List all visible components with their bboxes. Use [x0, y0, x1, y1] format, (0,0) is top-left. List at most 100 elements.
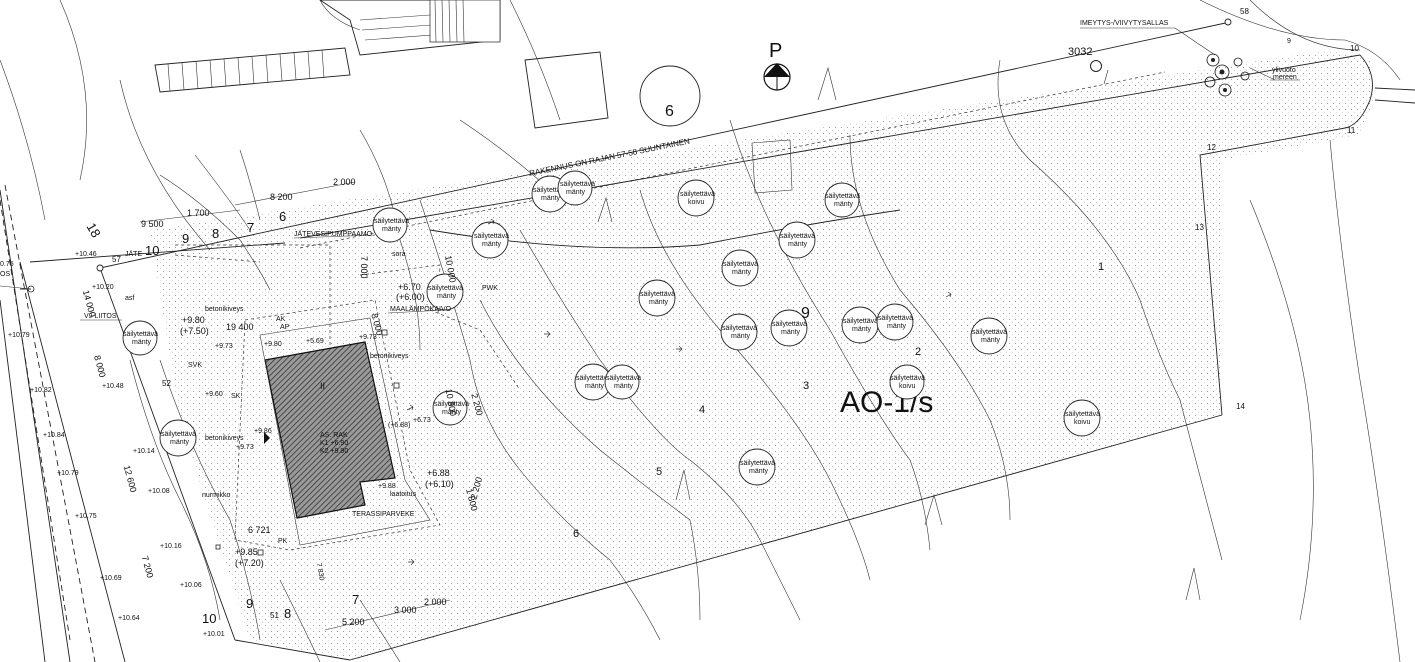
svg-text:mänty: mänty: [834, 201, 854, 208]
svg-text:+10.08: +10.08: [148, 488, 170, 495]
svg-text:11: 11: [1347, 126, 1356, 135]
svg-text:+10.64: +10.64: [118, 615, 140, 622]
parcel-area: [150, 50, 1375, 660]
circle-marker-6: 6: [639, 65, 701, 127]
svg-text:mänty: mänty: [749, 468, 769, 475]
svg-text:8: 8: [212, 226, 219, 241]
svg-text:+10.16: +10.16: [160, 543, 182, 550]
pump-label: JÄTEVESIPUMPPAAMO: [294, 230, 373, 238]
svg-text:SK: SK: [231, 393, 241, 400]
svg-text:+10.20: +10.20: [92, 284, 114, 291]
svg-text:mänty: mänty: [732, 269, 752, 276]
svg-text:8 200: 8 200: [270, 192, 293, 202]
parcel-id: 3032: [1068, 46, 1102, 72]
svg-text:säilytettävä: säilytettävä: [606, 375, 641, 382]
svg-text:9: 9: [246, 596, 253, 611]
overflow-label-1: ylivuoto: [1272, 67, 1296, 74]
svg-text:7 830: 7 830: [315, 563, 325, 582]
svg-text:51: 51: [270, 611, 279, 620]
point-numbers: 58 57 52 51 10 9 11 12 13 14: [96, 7, 1359, 620]
svg-text:säilytettävä: säilytettävä: [825, 193, 860, 200]
svg-text:2 000: 2 000: [333, 177, 356, 187]
svg-text:säilytettävä: säilytettävä: [533, 187, 568, 194]
svg-text:4: 4: [699, 404, 705, 416]
svg-text:mänty: mänty: [170, 439, 190, 446]
svg-text:koivu: koivu: [1074, 419, 1090, 426]
infiltration-label: IMEYTYS-/VIIVYTYSALLAS: [1080, 20, 1169, 27]
svg-text:(+6.10): (+6.10): [425, 479, 454, 489]
svg-text:+9.86: +9.86: [254, 428, 272, 435]
svg-text:AP: AP: [280, 324, 290, 331]
svg-text:57: 57: [112, 255, 121, 264]
building-footprint: II AS. RAK K1 +6.90 K2 +9.90: [234, 299, 441, 551]
svg-text:säilytettävä: säilytettävä: [890, 375, 925, 382]
svg-text:+10.69: +10.69: [100, 575, 122, 582]
building-line2: K1 +6.90: [320, 440, 348, 447]
svg-text:19 400: 19 400: [226, 322, 254, 332]
svg-text:mänty: mänty: [781, 329, 801, 336]
svg-text:säilytettävä: säilytettävä: [680, 191, 715, 198]
svg-text:+6.70: +6.70: [398, 282, 421, 292]
building-line1: AS. RAK: [320, 432, 348, 439]
svg-text:+5.69: +5.69: [306, 338, 324, 345]
svg-text:säilytettävä: säilytettävä: [843, 318, 878, 325]
contour-numbers: 1 2 3 4 5 6 9 10 9 8 7 6 18 9 8 7 10: [84, 209, 1105, 626]
svg-text:8 000: 8 000: [92, 354, 107, 378]
svg-text:koivu: koivu: [688, 199, 704, 206]
svg-text:säilytettävä: säilytettävä: [374, 218, 409, 225]
svg-text:9 500: 9 500: [141, 219, 164, 229]
svg-text:3: 3: [803, 380, 809, 392]
annotations: JÄTEVESIPUMPPAAMO MAALÄMPÖKAIVO VJ-LIITO…: [80, 230, 452, 518]
svg-text:mänty: mänty: [614, 383, 634, 390]
svg-text:OS: OS: [0, 271, 10, 278]
svg-text:säilytettävä: säilytettävä: [1065, 411, 1100, 418]
svg-text:mänty: mänty: [566, 189, 586, 196]
svg-text:säilytettävä: säilytettävä: [780, 233, 815, 240]
svg-text:2 000: 2 000: [424, 597, 447, 607]
svg-text:säilytettävä: säilytettävä: [722, 325, 757, 332]
svg-text:1: 1: [1098, 261, 1104, 273]
building-line3: K2 +9.90: [320, 448, 348, 455]
svg-text:säilytettävä: säilytettävä: [878, 315, 913, 322]
surface-lawn: nurmikko: [202, 492, 231, 499]
svg-text:+6.88: +6.88: [427, 468, 450, 478]
overflow-label-2: mereen: [1273, 74, 1297, 81]
terrace-label: TERASSIPARVEKE: [352, 511, 415, 518]
surface-concrete-1: betonikiveys: [205, 306, 244, 313]
svg-text:+9.80: +9.80: [264, 341, 282, 348]
svg-text:mänty: mänty: [382, 226, 402, 233]
svg-text:+9.60: +9.60: [205, 391, 223, 398]
svg-text:5: 5: [656, 466, 662, 478]
svg-text:13: 13: [1195, 223, 1204, 232]
svg-text:+9.73: +9.73: [359, 334, 377, 341]
svg-text:10: 10: [145, 243, 159, 258]
surface-gravel: sora: [392, 251, 406, 258]
svg-text:+10.14: +10.14: [133, 448, 155, 455]
svg-text:säilytettävä: säilytettävä: [640, 291, 675, 298]
svg-text:58: 58: [1240, 7, 1249, 16]
surface-asphalt: asf: [125, 295, 134, 302]
svg-text:6 721: 6 721: [248, 525, 271, 535]
svg-text:+10.79: +10.79: [57, 470, 79, 477]
heat-label: MAALÄMPÖKAIVO: [390, 305, 452, 313]
svg-text:mänty: mänty: [981, 337, 1001, 344]
svg-text:mänty: mänty: [852, 326, 872, 333]
svg-text:+10.01: +10.01: [203, 631, 225, 638]
svg-text:+10.48: +10.48: [102, 383, 124, 390]
svg-text:2: 2: [915, 346, 921, 358]
